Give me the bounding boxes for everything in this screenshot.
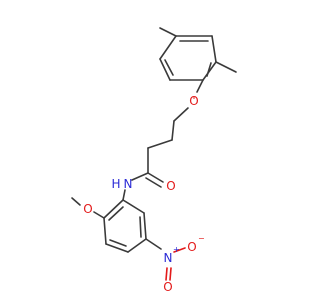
amide-nh: N H	[111, 177, 132, 191]
bond-ring2-bottom-left	[105, 243, 129, 253]
bond-o-chain	[173, 107, 189, 122]
nitro-nitrogen: N +	[164, 245, 180, 265]
bond-ring2-inner-3	[108, 206, 124, 221]
carbonyl-oxygen-label: O	[166, 179, 175, 193]
bond-carbonyl-1	[147, 172, 164, 183]
bond-n-ring2	[122, 189, 126, 201]
bonds	[71, 27, 237, 281]
nitro-oxygen-top-label: O	[187, 240, 196, 254]
ether-oxygen-label: O	[189, 94, 198, 108]
bond-nitro-o-bottom-2	[169, 267, 172, 281]
bond-chain-1	[171, 120, 175, 141]
atom-labels: O N H O O N + O − O	[83, 94, 204, 294]
bond-ring2-top-right	[122, 199, 145, 214]
bond-methoxy-methyl	[71, 197, 81, 206]
bond-ring2-right	[143, 212, 147, 240]
methoxy-oxygen-label: O	[83, 202, 92, 216]
bond-nitro-o-top	[173, 247, 186, 253]
bond-ring2-nitro	[145, 238, 162, 250]
nitro-nitrogen-label: N	[164, 251, 173, 265]
bond-methyl-right	[215, 61, 237, 73]
bond-ring2-left	[103, 217, 107, 245]
bond-ring1-left-lower	[159, 58, 171, 81]
methoxy-oxygen: O	[83, 202, 92, 216]
bond-ring1-o	[196, 79, 204, 93]
bond-chain-2	[147, 139, 173, 149]
nitro-nitrogen-charge: +	[173, 245, 180, 254]
ether-oxygen: O	[189, 94, 198, 108]
bond-ring2-inner-2	[109, 239, 127, 247]
bond-ring1-inner-2	[206, 62, 212, 77]
nitro-oxygen-bottom: O	[163, 280, 172, 294]
bond-methyl-top	[159, 27, 177, 37]
bond-nitro-o-bottom-1	[165, 267, 168, 281]
amide-nitrogen-label: N	[124, 177, 133, 191]
bond-ring2-methoxy-o	[93, 211, 105, 219]
bond-ring2-top-left	[103, 199, 124, 219]
nitro-oxygen-charge: −	[198, 234, 205, 243]
bond-amide-cn	[131, 172, 149, 181]
nitro-oxygen-top: O −	[187, 234, 204, 254]
bond-ring2-inner-1	[139, 216, 142, 238]
bond-ring1-left-upper	[159, 35, 177, 60]
bond-ring1-inner-3	[164, 59, 174, 76]
bond-ring2-bottom-right	[127, 238, 147, 253]
nitro-oxygen-bottom-label: O	[163, 280, 172, 294]
bond-ring1-right-lower	[202, 61, 217, 81]
bond-ring1-right-upper	[211, 35, 217, 63]
carbonyl-oxygen: O	[166, 179, 175, 193]
bond-carbonyl-2	[145, 177, 162, 188]
molecule-structure-diagram: O N H O O N + O − O	[71, 27, 237, 294]
amide-hydrogen-label: H	[111, 177, 120, 191]
